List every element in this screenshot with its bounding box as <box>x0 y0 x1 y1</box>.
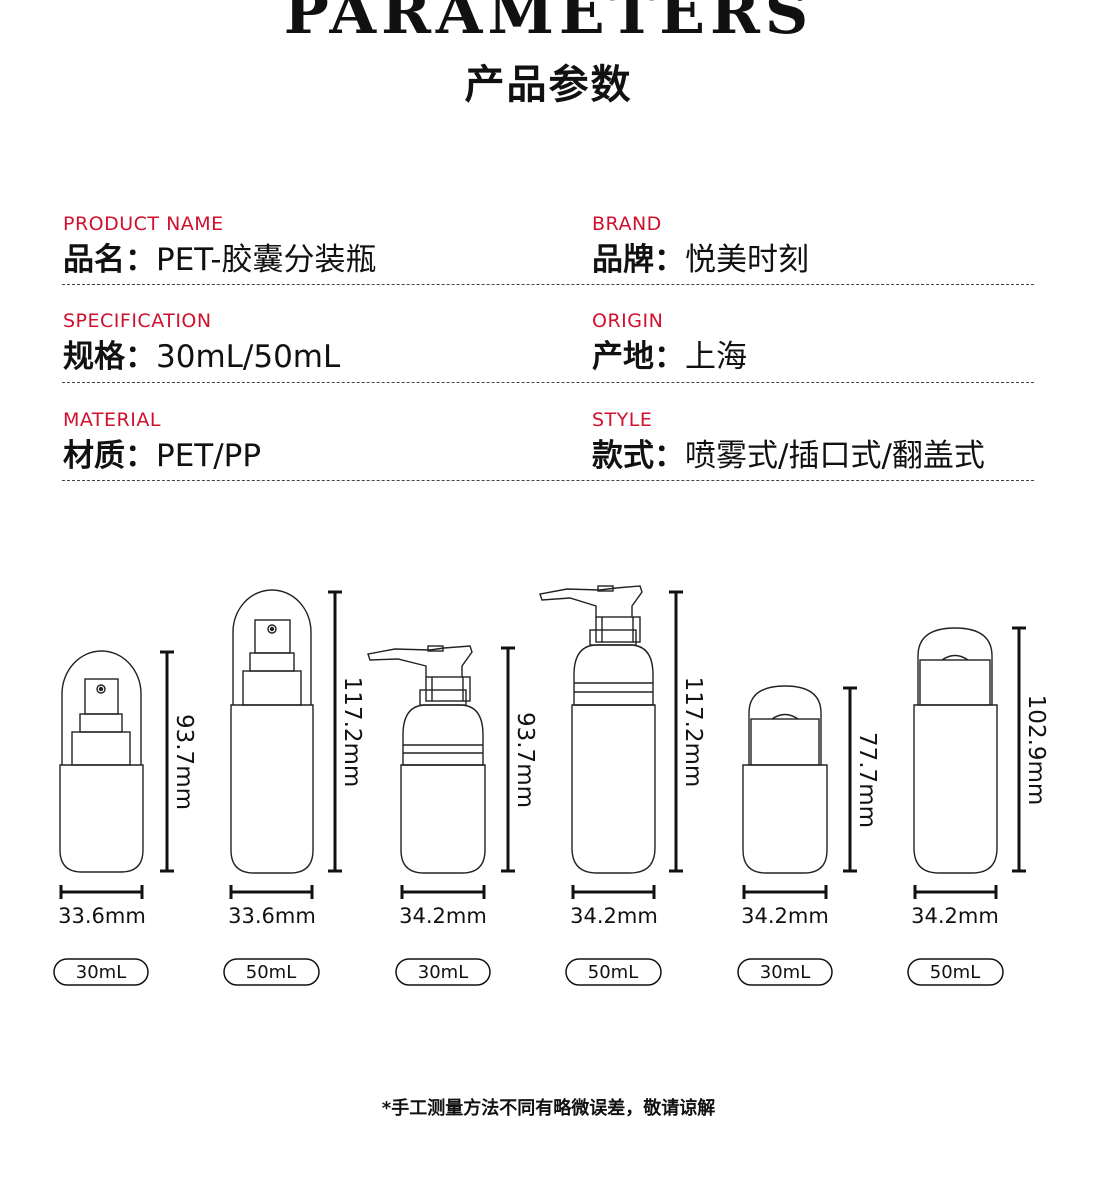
volume-label: 30mL <box>760 962 810 983</box>
bottle-body <box>230 704 314 874</box>
param-text: 30mL/50mL <box>156 339 341 375</box>
bottle-spray-50ml <box>230 589 314 874</box>
param-key: 品牌： <box>592 242 685 278</box>
height-label: 93.7mm <box>512 712 538 808</box>
volume-label: 50mL <box>588 962 638 983</box>
param-key: 规格： <box>63 339 156 375</box>
param-material: MATERIAL 材质：PET/PP <box>63 408 261 476</box>
flip-cap-lip <box>941 654 969 661</box>
volume-label: 30mL <box>418 962 468 983</box>
headline-cn: 产品参数 <box>464 62 633 108</box>
param-value: 款式：喷雾式/插口式/翻盖式 <box>592 436 985 476</box>
bottle-body <box>400 764 486 874</box>
headline-en: PARAMETERS <box>283 0 814 48</box>
volume-badge <box>907 958 1004 986</box>
param-text: PET-胶囊分装瓶 <box>156 242 377 278</box>
bottle-flipcap-30ml <box>742 685 828 874</box>
clear-overcap <box>917 627 993 705</box>
height-label: 117.2mm <box>680 677 706 788</box>
bottle-body <box>571 704 656 874</box>
width-label: 34.2mm <box>570 904 658 928</box>
nozzle-icon <box>267 624 277 634</box>
clear-overcap <box>748 685 822 765</box>
bottle-pump-50ml <box>539 585 656 874</box>
param-product-name: PRODUCT NAME 品名：PET-胶囊分装瓶 <box>63 212 377 280</box>
volume-badge <box>53 958 149 986</box>
flip-cap <box>919 659 991 706</box>
param-text: PET/PP <box>156 438 262 474</box>
divider <box>62 382 1034 383</box>
param-text: 悦美时刻 <box>685 242 809 278</box>
bottle-flipcap-50ml <box>913 627 998 874</box>
pump-collar <box>419 689 467 706</box>
param-label-en: STYLE <box>592 409 653 431</box>
volume-label: 50mL <box>930 962 980 983</box>
param-origin: ORIGIN 产地：上海 <box>592 309 747 377</box>
bottle-pump-30ml <box>367 645 486 874</box>
volume-label: 50mL <box>246 962 296 983</box>
param-key: 款式： <box>592 438 685 474</box>
param-label-en: PRODUCT NAME <box>63 213 224 235</box>
param-value: 品名：PET-胶囊分装瓶 <box>63 240 377 280</box>
bottle-body <box>913 704 998 874</box>
param-value: 材质：PET/PP <box>63 436 261 476</box>
volume-label: 30mL <box>76 962 126 983</box>
measurement-note: *手工测量方法不同有略微误差，敬请谅解 <box>381 1098 716 1119</box>
param-label-en: BRAND <box>592 213 662 235</box>
height-label: 102.9mm <box>1023 695 1049 806</box>
bottle-body <box>59 764 144 873</box>
volume-badge <box>223 958 320 986</box>
pump-shoulder <box>573 644 654 706</box>
width-label: 34.2mm <box>399 904 487 928</box>
pump-head <box>595 616 641 643</box>
spray-actuator <box>84 678 119 715</box>
flip-cap-lip <box>771 713 799 720</box>
volume-badge <box>737 958 833 986</box>
volume-badge <box>565 958 662 986</box>
spray-neck <box>249 652 295 672</box>
param-value: 品牌：悦美时刻 <box>592 240 809 280</box>
pump-spout <box>539 585 643 617</box>
height-label: 77.7mm <box>854 732 880 828</box>
divider <box>62 480 1034 481</box>
clear-overcap <box>232 589 312 705</box>
pump-collar <box>589 629 637 646</box>
spray-collar <box>71 731 131 766</box>
param-text: 喷雾式/插口式/翻盖式 <box>685 438 985 474</box>
divider <box>62 284 1034 285</box>
param-key: 产地： <box>592 339 685 375</box>
height-label: 93.7mm <box>171 714 197 810</box>
spray-neck <box>79 713 123 733</box>
param-label-en: ORIGIN <box>592 310 664 332</box>
height-label: 117.2mm <box>339 677 365 788</box>
param-style: STYLE 款式：喷雾式/插口式/翻盖式 <box>592 408 985 476</box>
param-value: 规格：30mL/50mL <box>63 337 340 377</box>
param-brand: BRAND 品牌：悦美时刻 <box>592 212 809 280</box>
width-label: 34.2mm <box>911 904 999 928</box>
width-label: 33.6mm <box>58 904 146 928</box>
bottle-body <box>742 764 828 874</box>
pump-shoulder <box>402 704 484 766</box>
bottle-spray-30ml <box>59 650 144 873</box>
param-label-en: MATERIAL <box>63 409 161 431</box>
width-label: 33.6mm <box>228 904 316 928</box>
clear-overcap <box>61 650 142 765</box>
nozzle-icon <box>96 684 106 694</box>
param-value: 产地：上海 <box>592 337 747 377</box>
flip-cap <box>750 718 820 766</box>
param-key: 品名： <box>63 242 156 278</box>
param-text: 上海 <box>685 339 747 375</box>
pump-tip <box>597 585 614 592</box>
spray-actuator <box>254 619 291 654</box>
spray-collar <box>242 670 302 706</box>
pump-head <box>425 676 471 702</box>
param-label-en: SPECIFICATION <box>63 310 212 332</box>
pump-spout <box>367 645 473 677</box>
param-key: 材质： <box>63 438 156 474</box>
pump-tip <box>427 645 444 652</box>
volume-badge <box>395 958 491 986</box>
param-specification: SPECIFICATION 规格：30mL/50mL <box>63 309 340 377</box>
width-label: 34.2mm <box>741 904 829 928</box>
